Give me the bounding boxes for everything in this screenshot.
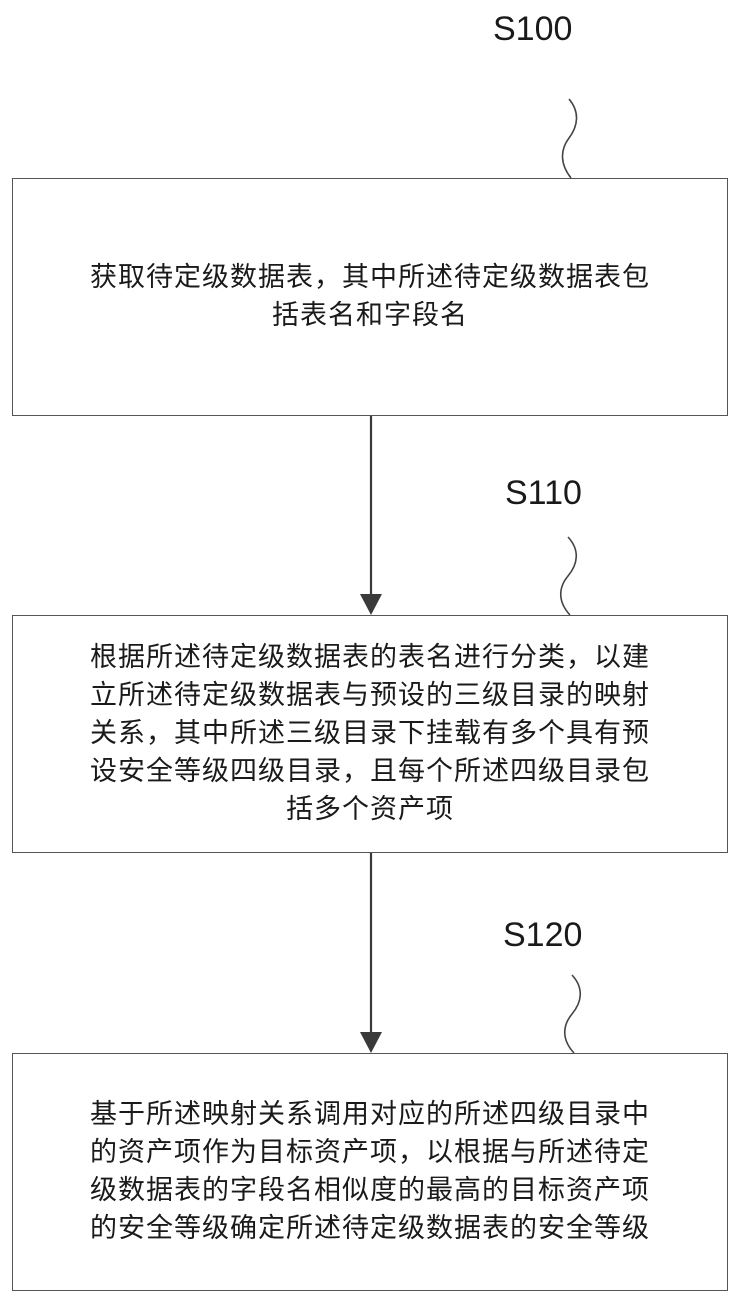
step-text-s100: 获取待定级数据表，其中所述待定级数据表包括表名和字段名 bbox=[76, 259, 664, 335]
leader-squiggle-s100 bbox=[561, 98, 578, 179]
arrowhead-1 bbox=[360, 594, 382, 615]
leader-squiggle-s110 bbox=[559, 536, 578, 616]
step-text-line: 级数据表的字段名相似度的最高的目标资产项 bbox=[90, 1175, 650, 1206]
step-text-line: 的安全等级确定所述待定级数据表的安全等级 bbox=[90, 1213, 650, 1244]
step-text-line: 括多个资产项 bbox=[286, 794, 454, 825]
step-text-s120: 基于所述映射关系调用对应的所述四级目录中的资产项作为目标资产项，以根据与所述待定… bbox=[76, 1096, 664, 1248]
step-text-line: 的资产项作为目标资产项，以根据与所述待定 bbox=[90, 1137, 650, 1168]
step-label-s110: S110 bbox=[505, 474, 582, 512]
step-box-s110: 根据所述待定级数据表的表名进行分类，以建立所述待定级数据表与预设的三级目录的映射… bbox=[12, 615, 728, 853]
leader-squiggle-s120 bbox=[563, 974, 582, 1054]
step-text-line: 获取待定级数据表，其中所述待定级数据表包 bbox=[90, 262, 650, 293]
step-text-line: 基于所述映射关系调用对应的所述四级目录中 bbox=[90, 1099, 650, 1130]
step-text-line: 关系，其中所述三级目录下挂载有多个具有预 bbox=[90, 718, 650, 749]
step-box-s120: 基于所述映射关系调用对应的所述四级目录中的资产项作为目标资产项，以根据与所述待定… bbox=[12, 1053, 728, 1291]
step-text-line: 设安全等级四级目录，且每个所述四级目录包 bbox=[90, 756, 650, 787]
arrowhead-2 bbox=[360, 1032, 382, 1053]
step-text-line: 根据所述待定级数据表的表名进行分类，以建 bbox=[90, 642, 650, 673]
step-label-s100: S100 bbox=[493, 10, 573, 48]
step-box-s100: 获取待定级数据表，其中所述待定级数据表包括表名和字段名 bbox=[12, 178, 728, 416]
step-text-line: 括表名和字段名 bbox=[272, 300, 468, 331]
step-label-s120: S120 bbox=[503, 916, 583, 954]
step-text-s110: 根据所述待定级数据表的表名进行分类，以建立所述待定级数据表与预设的三级目录的映射… bbox=[76, 639, 664, 829]
step-text-line: 立所述待定级数据表与预设的三级目录的映射 bbox=[90, 680, 650, 711]
